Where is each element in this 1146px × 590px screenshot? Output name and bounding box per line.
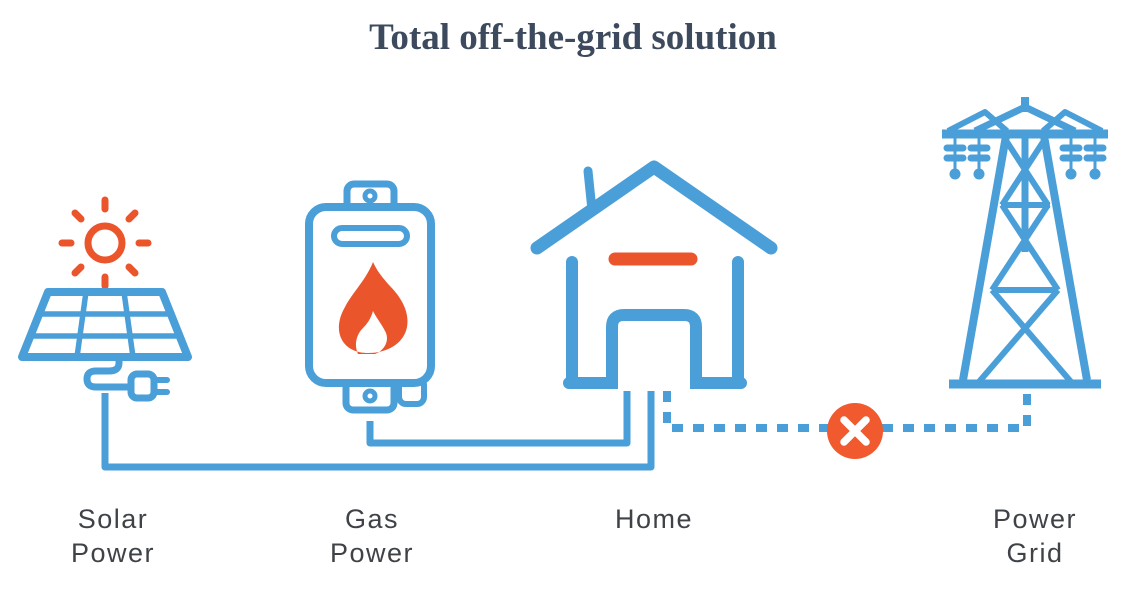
- label-line: Power: [329, 538, 415, 568]
- gas-to-home-line: [366, 391, 631, 447]
- insulator-icons: [943, 137, 1107, 180]
- label-line: Solar: [77, 504, 149, 534]
- node-label-home: Home: [564, 502, 744, 536]
- diagram-title: Total off-the-grid solution: [369, 17, 777, 58]
- house-icon: [530, 160, 778, 389]
- label-line: Home: [614, 504, 694, 534]
- sun-icon: [58, 196, 152, 290]
- transmission-tower-icon: [942, 97, 1108, 389]
- door-icon: [606, 309, 702, 389]
- node-label-power-grid: Power Grid: [945, 502, 1125, 570]
- label-line: Power: [992, 504, 1078, 534]
- node-label-gas-power: Gas Power: [282, 502, 462, 570]
- solar-panel-icon: [18, 288, 192, 361]
- label-line: Power: [70, 538, 156, 568]
- solar-to-home-line: [101, 391, 655, 471]
- disconnect-x-icon: [827, 403, 883, 459]
- label-line: Gas: [344, 504, 400, 534]
- node-label-solar-power: Solar Power: [23, 502, 203, 570]
- label-line: Grid: [1006, 538, 1064, 568]
- gas-water-heater-icon: [305, 180, 435, 414]
- power-cord-plug-icon: [83, 353, 170, 402]
- flame-icon: [338, 262, 408, 354]
